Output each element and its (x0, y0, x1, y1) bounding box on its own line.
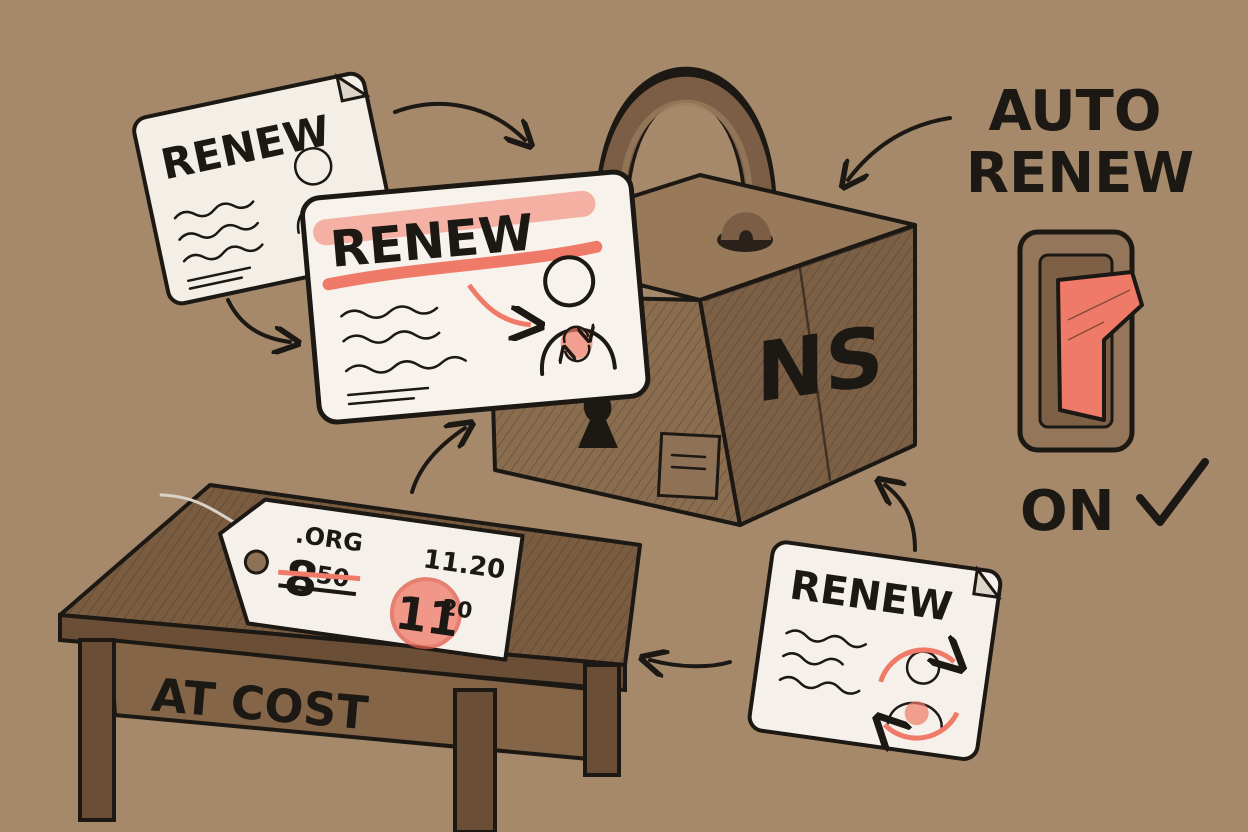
price-tag: .ORG 8 50 11.20 11 20 (159, 493, 525, 662)
keyhole-icon (578, 392, 618, 448)
new-price-cents: 20 (440, 595, 474, 624)
renew-card-bottom: RENEW (747, 540, 1003, 761)
refresh-arrows-icon (559, 325, 594, 362)
old-price-main: 8 (281, 549, 322, 609)
auto-renew-toggle-switch[interactable] (1017, 229, 1144, 453)
box-initials: NS (756, 309, 884, 421)
checkmark-icon (1136, 458, 1209, 526)
switch-state-label: ON (1020, 479, 1114, 544)
renew-card-front: RENEW (300, 169, 651, 425)
auto-label: AUTO (989, 79, 1162, 144)
flow-arrows (226, 101, 952, 666)
refresh-arrows-icon (874, 644, 966, 743)
new-price-main: 11 (392, 585, 463, 647)
renew-label: RENEW (966, 141, 1194, 206)
